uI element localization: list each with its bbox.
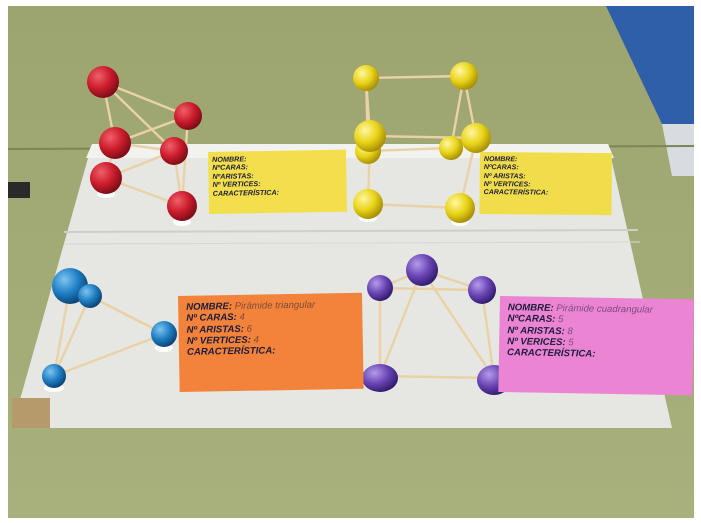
purple-ball [406, 254, 438, 286]
faces-label: NºCARAS: [483, 164, 519, 172]
red-ball [99, 127, 131, 159]
name-value: Pirámide triangular [234, 299, 316, 313]
vertices-label: Nº VERTICES: [186, 334, 251, 347]
purple-ball [367, 275, 393, 301]
board-torn-corner [12, 398, 50, 428]
yellow-ball [445, 193, 475, 223]
card-row: CARACTERÍSTICA: [186, 344, 355, 359]
feature-label: CARACTERÍSTICA: [212, 187, 280, 198]
photo-frame: NOMBRE: NºCARAS: NºARISTAS: Nº VERTICES:… [8, 6, 694, 518]
edges-value: 6 [246, 323, 253, 335]
yellow-ball [353, 65, 379, 91]
edges-label: Nº ARISTAS: [507, 324, 565, 337]
vertices-label: Nº VERTICES: [483, 180, 531, 189]
red-ball [174, 102, 202, 130]
faces-value: 4 [239, 312, 245, 324]
feature-label: CARACTERÍSTICA: [483, 189, 549, 197]
orange-info-card: NOMBRE: Pirámide triangular Nº CARAS: 4 … [178, 292, 364, 392]
name-label: NOMBRE: [507, 302, 554, 314]
feature-label: CARACTERÍSTICA: [186, 345, 276, 359]
yellow-ball [461, 123, 491, 153]
vertices-label: Nº VERICES: [507, 336, 566, 349]
red-ball [90, 162, 122, 194]
yellow-ball [450, 62, 478, 90]
blue-ball [151, 321, 177, 347]
card-row: CARACTERÍSTICA: [213, 188, 343, 199]
yellow-ball [353, 189, 383, 219]
vertices-value: 4 [253, 334, 260, 346]
blue-ball [78, 284, 102, 308]
yellow-info-card-2: NOMBRE: NºCARAS: Nº ARISTAS: Nº VERTICES… [479, 152, 612, 216]
scene-illustration [8, 6, 694, 518]
board-fold [63, 229, 639, 233]
vertices-value: 5 [568, 337, 574, 349]
feature-label: CARACTERÍSTICA: [506, 347, 596, 360]
name-label: NOMBRE: [483, 156, 518, 164]
yellow-info-card-1: NOMBRE: NºCARAS: NºARISTAS: Nº VERTICES:… [208, 149, 348, 214]
edges-label: Nº ARISTAS: [186, 323, 245, 336]
card-row: CARACTERÍSTICA: [484, 189, 608, 198]
card-row: CARACTERÍSTICA: [507, 347, 685, 361]
edges-label: Nº ARISTAS: [483, 172, 526, 180]
name-value: Pirámide cuadrangular [556, 302, 653, 316]
purple-ball [362, 364, 398, 392]
purple-ball [468, 276, 496, 304]
red-ball [87, 66, 119, 98]
blue-ball [42, 364, 66, 388]
faces-label: Nº CARAS: [186, 312, 237, 325]
red-ball [167, 191, 197, 221]
faces-value: 5 [557, 314, 564, 326]
yellow-ball [439, 136, 463, 160]
pink-info-card: NOMBRE: Pirámide cuadrangular NºCARAS: 5… [498, 296, 694, 396]
red-ball [160, 137, 188, 165]
floor-tiles [662, 124, 694, 176]
blue-wall [606, 6, 694, 124]
name-label: NOMBRE: [186, 301, 233, 313]
dark-object [8, 182, 30, 198]
faces-label: NºCARAS: [507, 313, 556, 326]
yellow-ball [354, 120, 386, 152]
edges-value: 8 [567, 325, 573, 337]
